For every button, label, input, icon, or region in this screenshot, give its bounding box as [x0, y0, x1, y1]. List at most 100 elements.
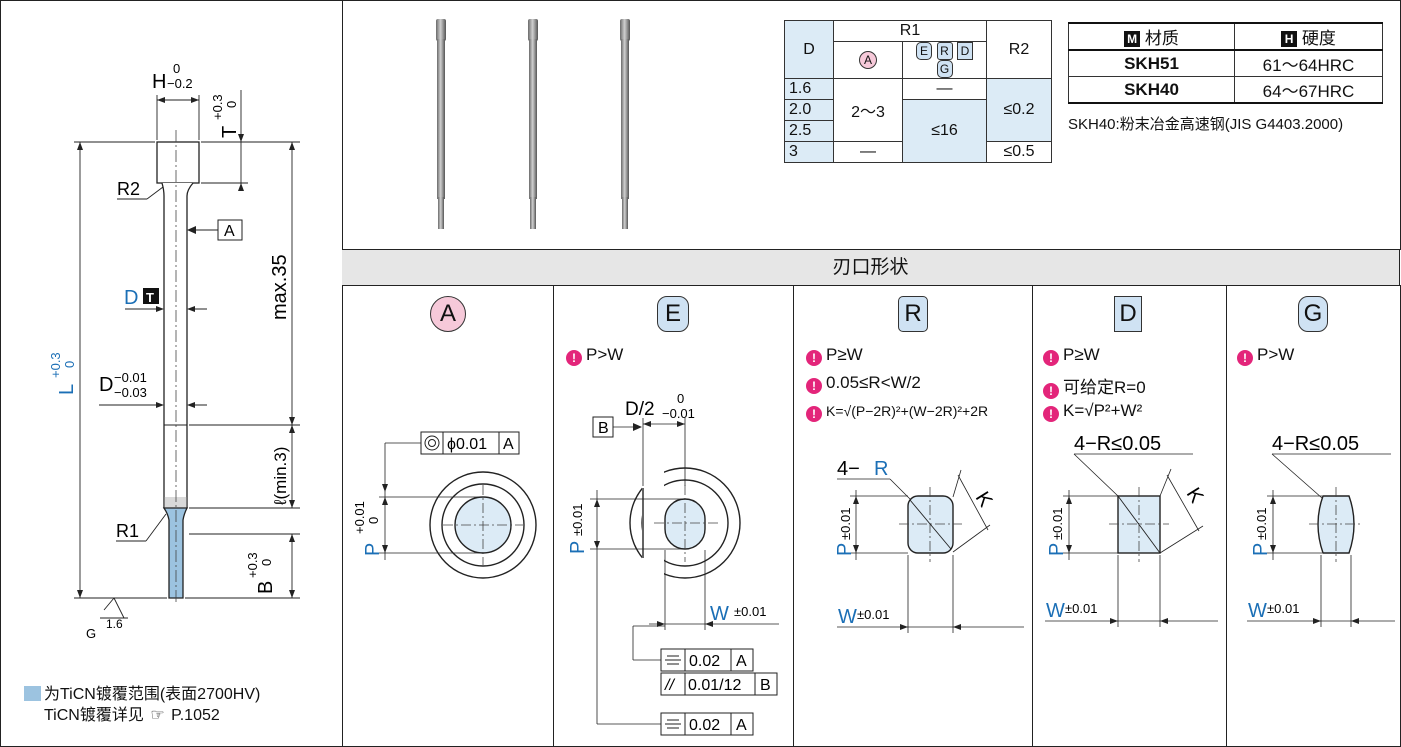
material-badge: M	[1124, 31, 1141, 47]
caution-icon: !	[1043, 350, 1059, 366]
b-tol-upper: +0.3	[245, 552, 260, 578]
d-badge-box	[143, 288, 159, 304]
section-header: 刃口形状	[342, 249, 1400, 286]
material-table: M 材质 H 硬度 SKH51 61〜64HRC SKH40 64〜67HRC	[1068, 22, 1383, 104]
r-note-2: !0.05≤R<W/2	[806, 373, 921, 394]
badge-e: E	[657, 296, 689, 332]
product-photo	[436, 19, 630, 229]
caution-icon: !	[1043, 383, 1059, 399]
radius-table: D R1 R2 A E R D G 1.6 2〜3 — ≤0.2 2.0 ≤16…	[784, 20, 1052, 163]
badge-g-small: G	[936, 60, 953, 78]
g-note-1-text: P>W	[1257, 345, 1295, 364]
th-d: D	[784, 20, 834, 79]
row-d-20: 2.0	[784, 99, 834, 121]
d-k-label: K	[1182, 484, 1208, 508]
a-coax-ref: A	[503, 436, 514, 453]
cell-r1e-mid: ≤16	[902, 99, 987, 163]
badge-r: R	[898, 296, 928, 332]
th-material: M 材质	[1068, 22, 1235, 51]
d-note-3: !K=√P²+W²	[1043, 401, 1142, 422]
a-p-tol-upper: +0.01	[352, 501, 367, 534]
d-badge: T	[146, 290, 154, 305]
caution-icon: !	[1237, 350, 1253, 366]
t-tol-lower: 0	[224, 101, 239, 108]
badge-a-small: A	[859, 51, 877, 69]
legend: 为TiCN镀覆范围(表面2700HV) TiCN镀覆详见 ☞ P.1052	[24, 684, 260, 726]
h-tol-upper: 0	[173, 61, 180, 76]
d-note-3-text: K=√P²+W²	[1063, 401, 1143, 420]
e-box2-ref: B	[760, 677, 771, 694]
d-r-note: 4−R≤0.05	[1074, 433, 1161, 455]
rough-val: 1.6	[106, 617, 123, 631]
d-tol-upper: −0.01	[114, 370, 147, 385]
b-label: B	[255, 581, 277, 594]
shape-d-drawing: 4−R≤0.05 K P ±0.01 W ±0.01	[1045, 433, 1218, 627]
d-w-tol: ±0.01	[1065, 601, 1097, 616]
th-r2: R2	[986, 20, 1052, 79]
r-note-3-text: K=√(P−2R)²+(W−2R)²+2R	[826, 403, 989, 419]
th-material-label: 材质	[1144, 29, 1179, 48]
e-w-label: W	[710, 603, 729, 625]
pin-drawing: H 0 −0.2 T +0.3 0 L +0.3 0 max.35 ℓ(min.…	[48, 61, 300, 641]
pin-photo-2	[528, 19, 538, 229]
e-box2-val: 0.01/12	[688, 677, 741, 694]
row-d-16: 1.6	[784, 78, 834, 100]
l-tol-upper: +0.3	[48, 352, 63, 378]
caution-icon: !	[806, 350, 822, 366]
r-note-1: !P≥W	[806, 345, 863, 366]
g-p-tol: ±0.01	[1254, 508, 1269, 540]
a-ref: A	[224, 223, 235, 240]
row-d-25: 2.5	[784, 120, 834, 142]
a-coax-value: ϕ0.01	[447, 436, 487, 453]
hardness-badge: H	[1281, 31, 1298, 47]
d-note-1: !P≥W	[1043, 345, 1100, 366]
e-p-label: P	[567, 541, 589, 554]
section-title: 刃口形状	[832, 257, 909, 278]
d-note-2: !可给定R=0	[1043, 373, 1146, 399]
caution-icon: !	[1043, 406, 1059, 422]
th-hardness: H 硬度	[1234, 22, 1383, 51]
e-d2-label: D/2	[625, 399, 655, 420]
r-note-3: !K=√(P−2R)²+(W−2R)²+2R	[806, 403, 988, 422]
badge-r-small: R	[936, 42, 953, 60]
cell-r2-mid: ≤0.2	[986, 78, 1052, 142]
caution-icon: !	[566, 350, 582, 366]
r-r-prefix: 4−	[837, 458, 860, 480]
coating-swatch	[24, 686, 41, 701]
rough-g: G	[86, 626, 96, 641]
e-box3-ref: A	[736, 717, 747, 734]
legend-line2: TiCN镀覆详见	[44, 707, 144, 724]
e-box1-ref: A	[736, 653, 747, 670]
g-w-label: W	[1248, 600, 1267, 622]
legend-page-ref[interactable]: P.1052	[171, 707, 220, 724]
th-hardness-label: 硬度	[1301, 29, 1336, 48]
r2-label: R2	[117, 179, 140, 199]
max-label: max.35	[269, 254, 291, 320]
r-k-label: K	[971, 488, 997, 512]
d-label: D	[124, 287, 138, 309]
cell-material-1: SKH51	[1068, 49, 1235, 77]
cell-r1e-16: —	[902, 78, 987, 100]
r-p-label: P	[834, 543, 856, 556]
cell-r1a-3: —	[833, 141, 903, 163]
badge-d-small: D	[956, 42, 973, 60]
shape-r-drawing: 4− R K P ±0.01 W ±0.01	[834, 458, 1024, 633]
d-w-label: W	[1046, 600, 1065, 622]
g-note-1: !P>W	[1237, 345, 1294, 366]
g-r-note: 4−R≤0.05	[1272, 433, 1359, 455]
a-p-label: P	[362, 543, 384, 556]
h-tol-lower: −0.2	[167, 76, 193, 91]
e-note-1-text: P>W	[586, 345, 624, 364]
r-note-1-text: P≥W	[826, 345, 863, 364]
shape-e-drawing: D/2 0 −0.01 B P ±0.01 W ±0.01 0.02 A // …	[567, 391, 779, 736]
b-tol-lower: 0	[259, 559, 274, 566]
a-p-tol-lower: 0	[366, 517, 381, 524]
e-p-tol: ±0.01	[570, 504, 585, 536]
cell-hardness-1: 61〜64HRC	[1234, 49, 1383, 77]
e-b-ref: B	[598, 420, 609, 437]
e-note-1: !P>W	[566, 345, 623, 366]
e-d2-tol-upper: 0	[677, 391, 684, 406]
pin-photo-1	[436, 19, 446, 229]
badge-e-small: E	[916, 42, 933, 60]
cell-r2-3: ≤0.5	[986, 141, 1052, 163]
